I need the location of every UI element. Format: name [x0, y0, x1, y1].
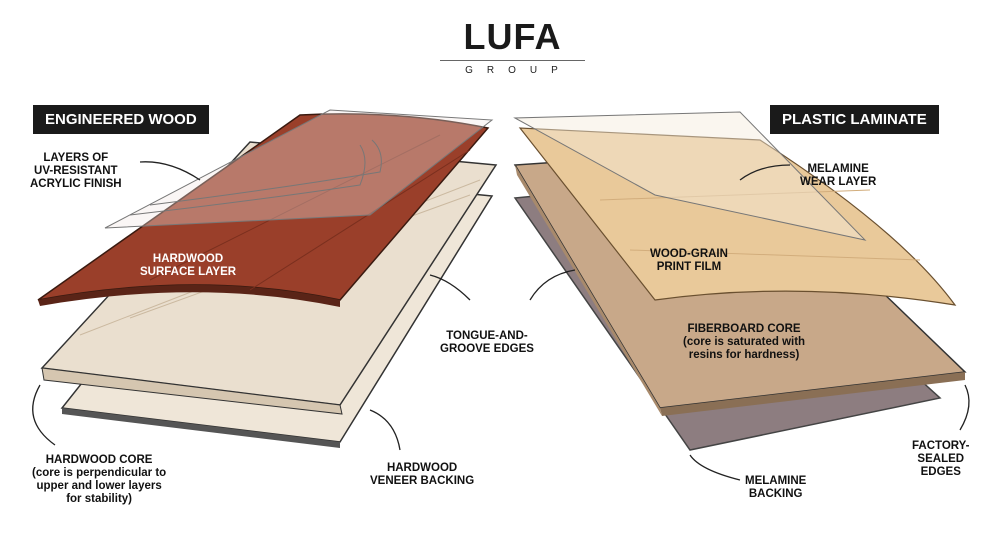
label-sealed-edges: FACTORY- SEALED EDGES	[912, 440, 970, 478]
logo-subtitle: GROUP	[465, 65, 572, 76]
label-hardwood-surface: HARDWOOD SURFACE LAYER	[140, 253, 237, 278]
logo-divider	[440, 60, 585, 61]
hardwood-surface-layer	[37, 113, 490, 307]
label-melamine-wear: MELAMINE WEAR LAYER	[800, 163, 877, 188]
wood-grain-print-film	[518, 127, 957, 306]
lufa-logo: LUFA GROUP	[440, 18, 585, 76]
label-print-film: WOOD-GRAIN PRINT FILM	[650, 248, 728, 273]
label-hardwood-core: HARDWOOD CORE (core is perpendicular to …	[32, 454, 167, 505]
label-tongue-groove: TONGUE-AND- GROOVE EDGES	[440, 330, 534, 355]
melamine-wear-layer	[513, 111, 867, 241]
acrylic-finish-layers	[104, 109, 494, 229]
label-fiberboard-core: FIBERBOARD CORE (core is saturated with …	[683, 323, 806, 361]
label-veneer-backing: HARDWOOD VENEER BACKING	[370, 462, 475, 487]
label-acrylic-finish: LAYERS OF UV-RESISTANT ACRYLIC FINISH	[30, 152, 122, 190]
plastic-laminate-title: PLASTIC LAMINATE	[770, 105, 939, 134]
logo-wordmark: LUFA	[463, 16, 562, 57]
callout-arrows	[32, 161, 970, 481]
engineered-wood-title: ENGINEERED WOOD	[33, 105, 209, 134]
label-melamine-backing: MELAMINE BACKING	[745, 475, 807, 500]
